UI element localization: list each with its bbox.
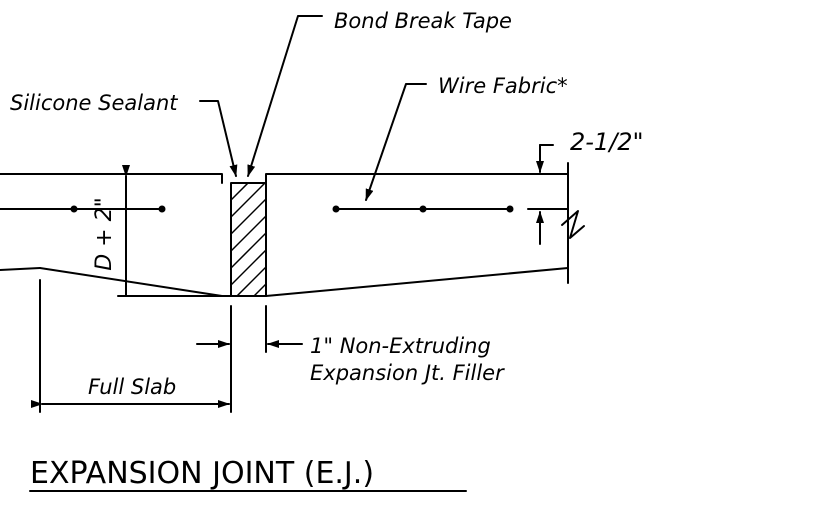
wire-dot	[506, 205, 514, 213]
wire-dot	[419, 205, 427, 213]
wire-fabric-callout: Wire Fabric*	[365, 74, 568, 201]
depth-dimension: D + 2"	[92, 165, 223, 297]
joint-width-dimension: 1" Non-Extruding Expansion Jt. Filler	[196, 305, 505, 413]
full-slab-dimension: Full Slab	[31, 279, 230, 413]
wire-fabric-label: Wire Fabric*	[438, 74, 568, 98]
silicone-sealant-callout: Silicone Sealant	[10, 91, 238, 177]
expansion-joint-filler	[221, 182, 267, 297]
diagram-title-text: EXPANSION JOINT (E.J.)	[30, 456, 374, 491]
bond-break-tape-label: Bond Break Tape	[334, 9, 512, 33]
depth-dim-label: D + 2"	[92, 197, 117, 270]
filler-label-line1: 1" Non-Extruding	[310, 334, 491, 358]
full-slab-label: Full Slab	[88, 375, 176, 399]
filler-label-line2: Expansion Jt. Filler	[310, 361, 505, 385]
right-slab	[265, 162, 585, 297]
wire-fabric-left	[0, 205, 166, 213]
bond-break-tape-callout: Bond Break Tape	[247, 9, 512, 177]
wire-dot	[158, 205, 166, 213]
wire-dot	[70, 205, 78, 213]
cover-dim-label: 2-1/2"	[570, 128, 644, 156]
wire-fabric-right	[332, 205, 514, 213]
wire-dot	[332, 205, 340, 213]
silicone-sealant-label: Silicone Sealant	[10, 91, 178, 115]
left-slab	[0, 173, 223, 297]
diagram-title: EXPANSION JOINT (E.J.)	[29, 456, 467, 492]
cover-dimension: 2-1/2"	[527, 128, 644, 245]
